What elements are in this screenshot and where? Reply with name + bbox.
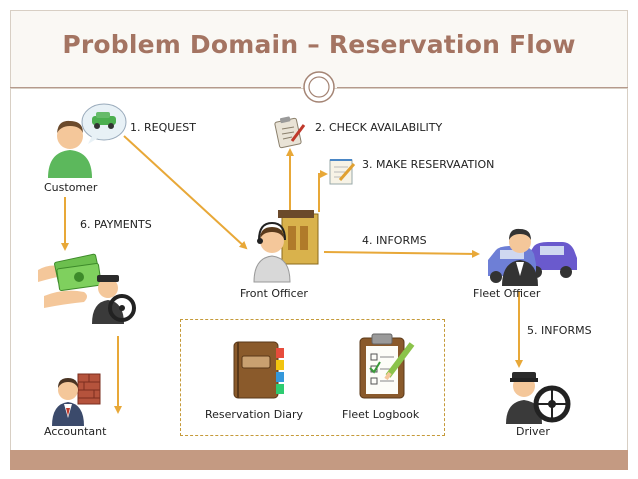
customer-label: Customer — [44, 181, 98, 194]
fleet-logbook-label: Fleet Logbook — [342, 408, 420, 421]
notepad-icon — [329, 159, 356, 185]
title-rule-right — [337, 87, 628, 88]
fleet-officer-label: Fleet Officer — [473, 287, 541, 300]
fleet-officer-icon — [488, 228, 577, 286]
bottom-accent-bar — [10, 450, 628, 470]
step-make-reservation-label: 3. MAKE RESERVAATION — [362, 158, 495, 171]
arrow-request — [123, 135, 248, 250]
driver-label: Driver — [516, 425, 550, 438]
frame-right-border — [627, 10, 628, 470]
clipboard-check-icon — [274, 116, 306, 149]
arrow-make-reservation — [318, 170, 328, 212]
logbook-clipboard-icon — [359, 333, 415, 399]
step-informs-fleet-label: 4. INFORMS — [362, 234, 427, 247]
step-check-availability-label: 2. CHECK AVAILABILITY — [315, 121, 443, 134]
front-officer-icon — [253, 210, 319, 283]
step-payments-label: 6. PAYMENTS — [80, 218, 152, 231]
payment-icon — [38, 253, 136, 324]
reservation-diary-label: Reservation Diary — [205, 408, 304, 421]
front-officer-label: Front Officer — [240, 287, 308, 300]
circle-ornament-icon — [303, 71, 335, 103]
customer-icon — [48, 103, 127, 178]
driver-icon — [506, 372, 571, 424]
arrow-informs-fleet — [323, 249, 480, 258]
title-rule-left — [10, 87, 301, 88]
step-informs-driver-label: 5. INFORMS — [527, 324, 592, 337]
page-title: Problem Domain – Reservation Flow — [62, 30, 576, 59]
accountant-icon — [52, 373, 101, 426]
step-request-label: 1. REQUEST — [130, 121, 196, 134]
frame-left-border — [10, 10, 11, 470]
diary-icon — [233, 341, 284, 399]
accountant-label: Accountant — [44, 425, 107, 438]
records-box — [180, 319, 445, 436]
